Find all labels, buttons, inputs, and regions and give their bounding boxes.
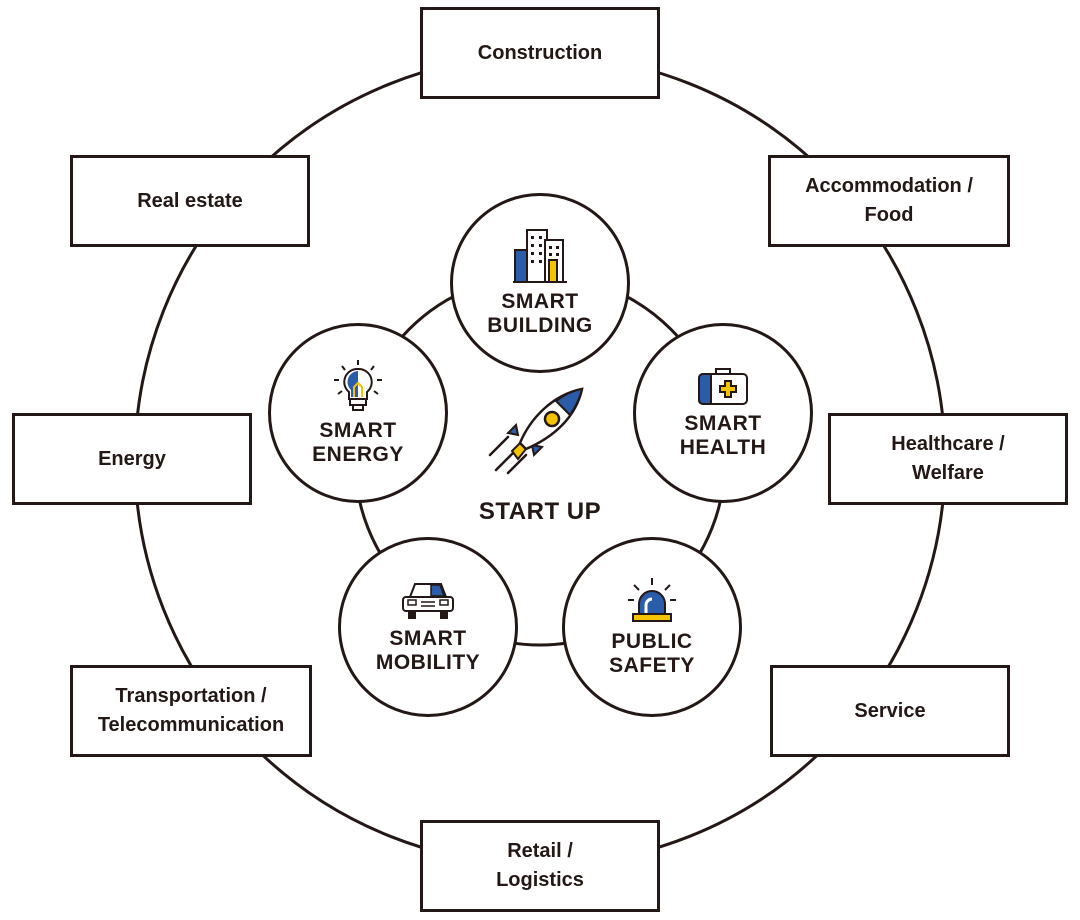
smart-mobility-label: SMART MOBILITY bbox=[375, 627, 481, 674]
siren-icon bbox=[628, 578, 676, 622]
industry-transportation-telecommunication: Transportation / Telecommunication bbox=[70, 665, 312, 757]
smart-health-node: SMART HEALTH bbox=[633, 323, 813, 503]
industry-healthcare-welfare: Healthcare / Welfare bbox=[828, 413, 1068, 505]
industry-retail-logistics: Retail / Logistics bbox=[420, 820, 660, 912]
public-safety-label: PUBLIC SAFETY bbox=[609, 630, 695, 677]
industry-label: Transportation / Telecommunication bbox=[97, 685, 285, 736]
industry-label: Healthcare / Welfare bbox=[891, 433, 1005, 484]
first-aid-kit-icon bbox=[698, 368, 748, 405]
industry-label: Service bbox=[854, 699, 926, 722]
center-title: START UP bbox=[478, 498, 602, 525]
industry-accommodation-food: Accommodation / Food bbox=[768, 155, 1010, 247]
smart-building-label: SMART BUILDING bbox=[487, 290, 593, 337]
public-safety-node: PUBLIC SAFETY bbox=[562, 537, 742, 717]
car-icon bbox=[402, 583, 454, 619]
industry-label: Construction bbox=[477, 41, 603, 64]
rocket-icon bbox=[488, 387, 584, 475]
smart-energy-node: SMART ENERGY bbox=[268, 323, 448, 503]
industry-label: Energy bbox=[98, 447, 166, 470]
industry-energy: Energy bbox=[12, 413, 252, 505]
industry-service: Service bbox=[770, 665, 1010, 757]
smart-energy-label: SMART ENERGY bbox=[312, 419, 404, 466]
industry-construction: Construction bbox=[420, 7, 660, 99]
light-bulb-icon bbox=[334, 360, 382, 411]
smart-building-node: SMART BUILDING bbox=[450, 193, 630, 373]
industry-real-estate: Real estate bbox=[70, 155, 310, 247]
buildings-icon bbox=[513, 229, 567, 283]
smart-health-label: SMART HEALTH bbox=[679, 412, 767, 459]
industry-label: Retail / Logistics bbox=[496, 840, 584, 891]
industry-label: Real estate bbox=[137, 189, 243, 212]
industry-label: Accommodation / Food bbox=[805, 175, 973, 226]
smart-mobility-node: SMART MOBILITY bbox=[338, 537, 518, 717]
